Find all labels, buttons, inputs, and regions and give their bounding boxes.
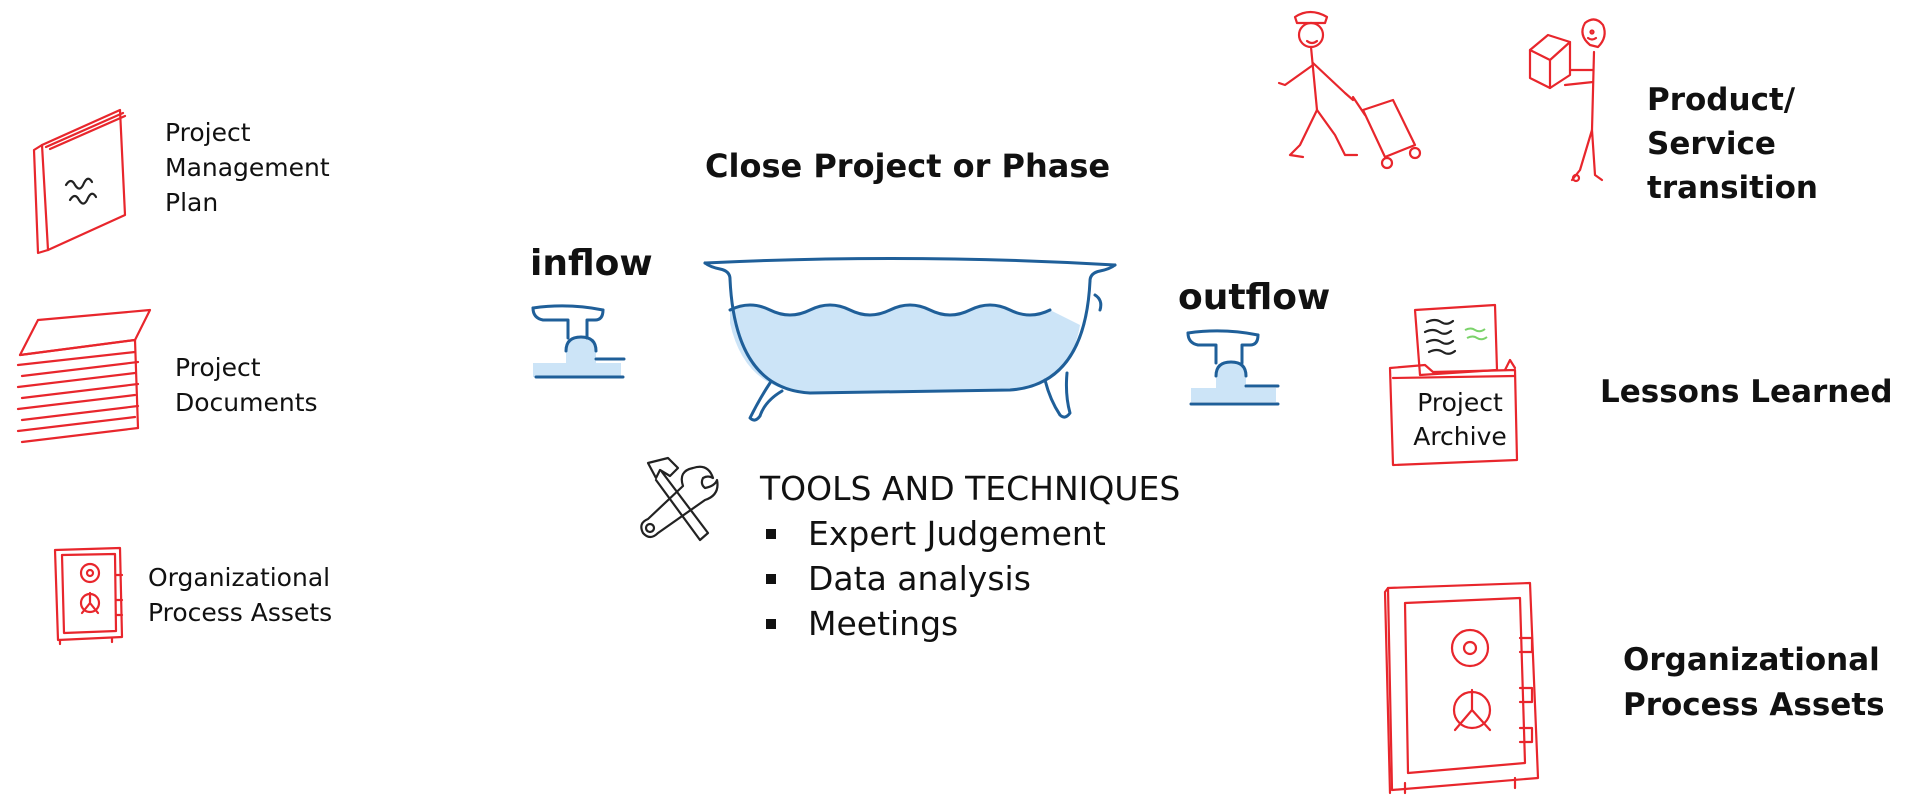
document-stack-icon xyxy=(16,308,152,444)
person-box-icon xyxy=(1528,18,1606,183)
tools-list: Expert Judgement Data analysis Meetings xyxy=(760,511,1180,646)
output-lessons-learned-label: Lessons Learned xyxy=(1600,374,1893,410)
output-organizational-process-assets-label: Organizational Process Assets xyxy=(1623,642,1885,723)
list-item: Meetings xyxy=(760,601,1180,646)
bathtub-icon xyxy=(703,256,1117,422)
inflow-faucet-icon xyxy=(531,304,626,379)
book-icon xyxy=(32,108,127,255)
input-project-management-plan-label: Project Management Plan xyxy=(165,118,330,217)
process-title: Close Project or Phase xyxy=(705,147,1111,185)
output-product-service-transition-label: Product/ Service transition xyxy=(1647,82,1818,206)
safe-icon xyxy=(1383,581,1540,795)
tools-and-techniques: TOOLS AND TECHNIQUES Expert Judgement Da… xyxy=(760,467,1180,646)
input-organizational-process-assets-label: Organizational Process Assets xyxy=(148,563,333,627)
tools-heading: TOOLS AND TECHNIQUES xyxy=(760,469,1181,508)
inflow-label: inflow xyxy=(530,243,653,284)
project-archive-icon xyxy=(1388,303,1519,467)
hammer-wrench-icon xyxy=(640,456,719,542)
outflow-faucet-icon xyxy=(1186,329,1280,406)
list-item: Expert Judgement xyxy=(760,511,1180,556)
outflow-label: outflow xyxy=(1178,277,1331,318)
project-archive-text: Project Archive xyxy=(1413,388,1507,451)
list-item: Data analysis xyxy=(760,556,1180,601)
safe-icon xyxy=(53,546,124,646)
person-suitcase-icon xyxy=(1277,10,1422,170)
input-project-documents-label: Project Documents xyxy=(175,353,318,417)
